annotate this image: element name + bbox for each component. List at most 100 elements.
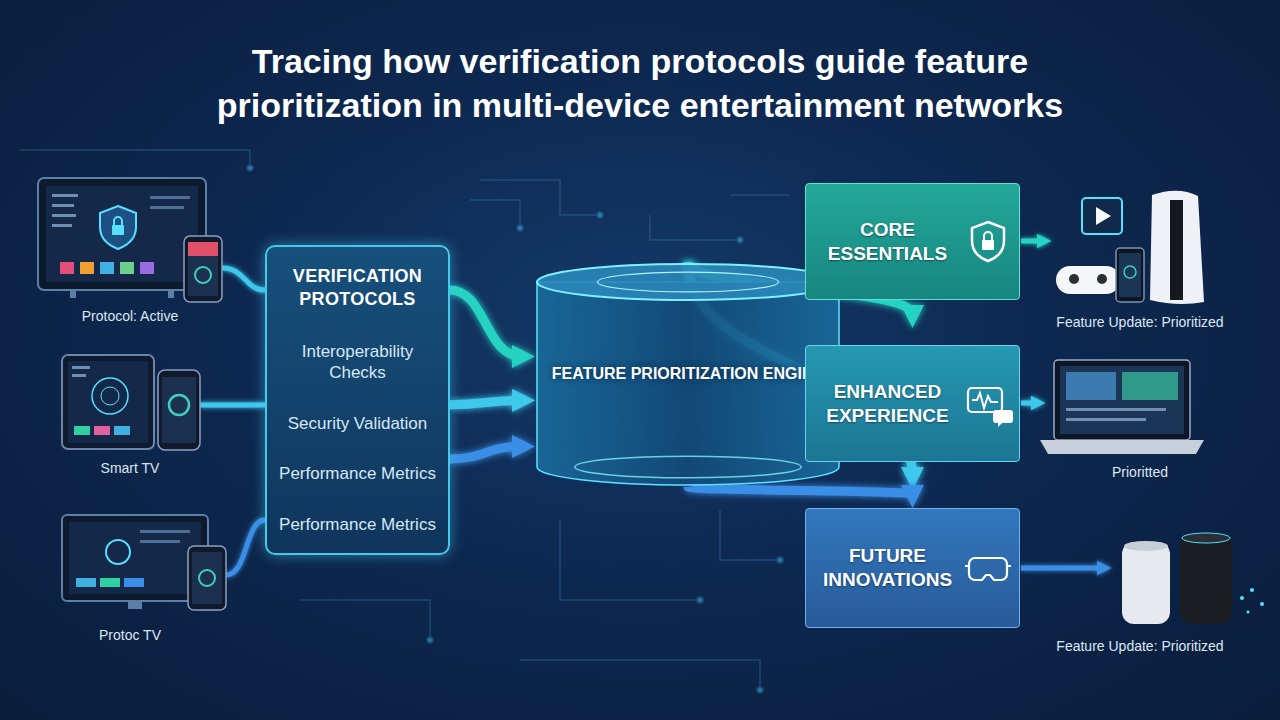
- diagram-title: Tracing how verification protocols guide…: [160, 40, 1120, 127]
- lock-shackle: [984, 232, 992, 240]
- app-tile: [60, 262, 74, 274]
- shield-outline: [972, 222, 1004, 261]
- phone-screen: [162, 377, 196, 443]
- tv-foot: [70, 290, 76, 298]
- device-caption: Feature Update: Prioritized: [1056, 638, 1223, 655]
- controller-body: [1056, 266, 1120, 294]
- monitor-stand: [128, 601, 142, 609]
- screen-line: [52, 224, 72, 227]
- device-caption: Smart TV: [101, 460, 160, 477]
- output-arrow: [1021, 239, 1044, 244]
- phone-frame: [184, 236, 222, 302]
- category-box: ENHANCED EXPERIENCE: [805, 345, 1020, 462]
- device-caption: Protocol: Active: [82, 308, 179, 325]
- screen-line: [140, 540, 180, 543]
- shield-icon: [100, 206, 136, 249]
- cylinder-top: [537, 264, 839, 300]
- circuit-trace: [300, 600, 430, 640]
- smart-tv-illustration: [38, 178, 222, 302]
- video-icon-frame: [1082, 198, 1122, 234]
- cylinder-bottom-ring: [575, 456, 802, 478]
- signal-dot: [1240, 596, 1244, 600]
- phone-ring: [1124, 266, 1136, 278]
- controller-stick: [1097, 274, 1107, 284]
- tv-foot: [168, 290, 174, 298]
- app-tile: [94, 426, 110, 435]
- play-triangle: [1096, 207, 1111, 225]
- node-item: Interoperability Checks: [279, 341, 436, 384]
- app-tile: [74, 426, 90, 435]
- circuit-dot: [517, 225, 523, 231]
- circuit-dot: [737, 237, 743, 243]
- headset-outline: [969, 558, 1007, 580]
- app-tile: [100, 262, 114, 274]
- flow-pipe: [450, 290, 521, 357]
- device-feed-lines: [200, 268, 265, 575]
- flow-pipe: [688, 487, 913, 494]
- lock-body: [112, 225, 124, 235]
- screen-panel: [1122, 372, 1178, 400]
- circuit-trace: [560, 520, 700, 600]
- radar-ring: [92, 378, 128, 414]
- tablet-frame: [62, 355, 154, 449]
- phone-screen: [192, 552, 222, 604]
- circuit-trace: [480, 180, 600, 215]
- tablet-screen: [68, 361, 148, 443]
- feedback-icon: [968, 388, 1013, 427]
- phone-frame: [1116, 248, 1144, 302]
- output-arrow: [1021, 401, 1038, 406]
- speaker-top: [1124, 541, 1168, 551]
- speaker-top: [1182, 533, 1230, 543]
- signal-dot: [1260, 602, 1264, 606]
- screen-line: [52, 214, 76, 217]
- node-heading: ENHANCED EXPERIENCE: [820, 380, 955, 428]
- lock-body: [982, 240, 994, 250]
- circuit-dot: [757, 687, 763, 693]
- radar-ring: [101, 387, 119, 405]
- phone-ring: [195, 267, 211, 283]
- phone-frame: [158, 370, 200, 450]
- circuit-dot: [597, 212, 603, 218]
- console-illustration: [1056, 191, 1204, 304]
- console-core: [1170, 200, 1183, 300]
- phone-ring: [199, 570, 215, 586]
- screen-panel: [1066, 372, 1116, 400]
- screen-line: [1066, 408, 1166, 411]
- phone-banner: [188, 242, 218, 256]
- device-caption: Feature Update: Prioritized: [1056, 314, 1223, 331]
- screen-line: [140, 530, 190, 533]
- monitor-outline: [968, 388, 1002, 412]
- circuit-trace: [520, 660, 760, 690]
- node-item: Performance Metrics: [279, 463, 436, 484]
- cylinder-body: [537, 282, 839, 485]
- signal-dot: [1250, 588, 1254, 592]
- screen-line: [52, 204, 74, 207]
- screen-line: [72, 374, 86, 377]
- lock-shackle: [114, 217, 122, 225]
- circuit-dot: [697, 597, 703, 603]
- shield-lock-icon: [972, 222, 1004, 261]
- phone-screen: [1119, 253, 1141, 297]
- node-heading: FUTURE INNOVATIONS: [820, 544, 955, 592]
- monitor-frame: [62, 515, 208, 601]
- category-box: FUTURE INNOVATIONS: [805, 508, 1020, 628]
- device-caption: Protoc TV: [99, 627, 161, 644]
- feed-line: [200, 403, 265, 408]
- speaker-illustration: [1122, 533, 1264, 624]
- laptop-illustration: [1040, 360, 1204, 454]
- circuit-trace: [470, 200, 520, 228]
- laptop-screen-frame: [1054, 360, 1190, 440]
- node-heading: VERIFICATION PROTOCOLS: [279, 265, 436, 312]
- screen-line: [52, 194, 78, 197]
- screen-icon: [106, 540, 130, 564]
- app-tile: [80, 262, 94, 274]
- screen-line: [150, 196, 190, 199]
- screen-line: [72, 366, 90, 369]
- monitor-illustration: [62, 515, 226, 610]
- circuit-dot: [777, 557, 783, 563]
- app-tile: [120, 262, 134, 274]
- app-tile: [76, 578, 96, 587]
- circuit-dot: [247, 165, 253, 171]
- tablet-illustration: [62, 355, 200, 450]
